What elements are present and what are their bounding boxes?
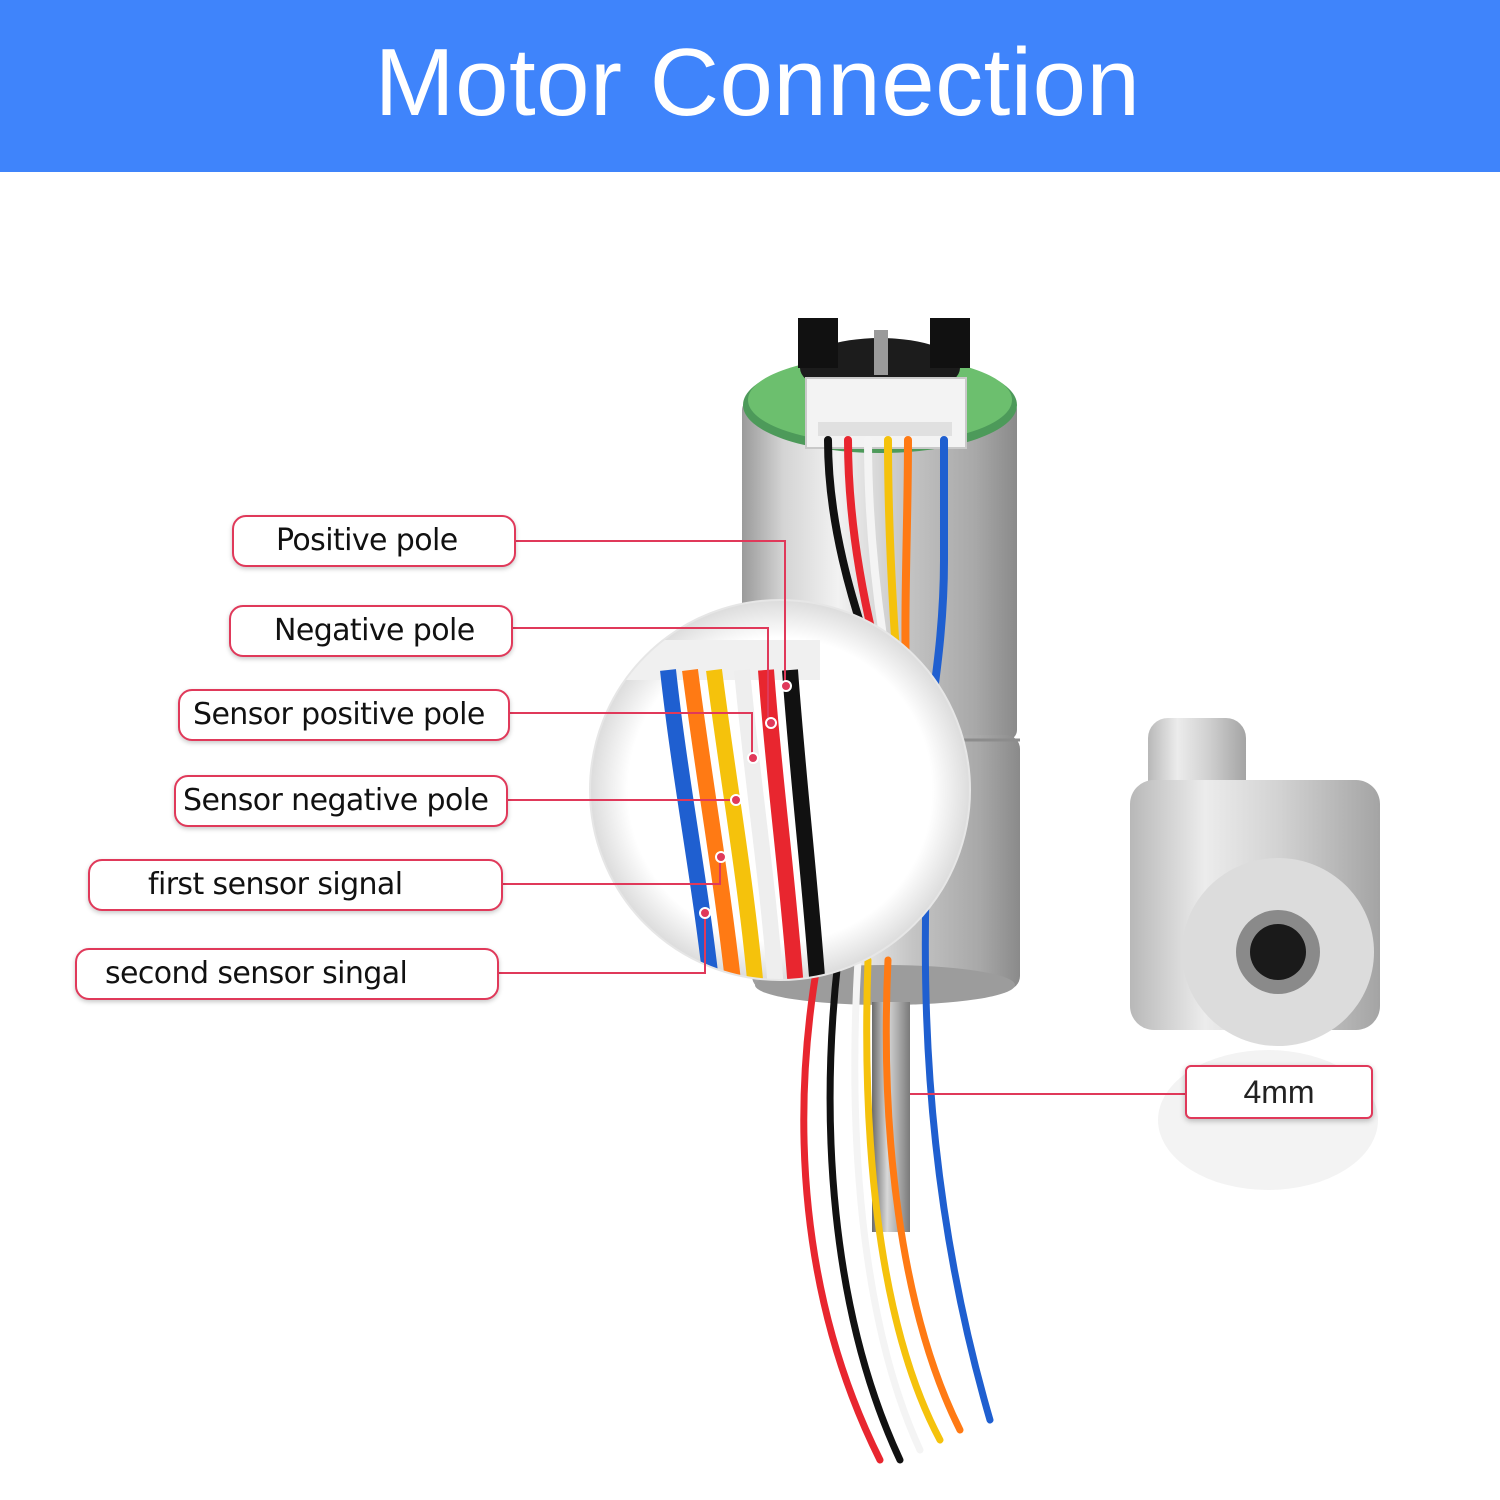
dot-first-sensor-signal [715,851,727,863]
shaft-dimension-text: 4mm [1243,1074,1315,1110]
label-sensor-positive-pole-text: Sensor positive pole [193,697,485,732]
label-first-sensor-signal-text: first sensor signal [148,867,403,902]
shaft-coupler [1130,718,1380,1190]
leader-negative-pole [513,627,769,722]
label-positive-pole-text: Positive pole [276,523,458,558]
callout-lines [499,540,1185,1095]
leader-positive-pole [516,540,786,686]
dot-negative-pole [765,717,777,729]
label-sensor-negative-pole: Sensor negative pole [174,775,508,827]
label-positive-pole: Positive pole [232,515,516,567]
leader-second-sensor-signal [499,913,706,974]
shaft-dimension-label: 4mm [1185,1065,1373,1119]
page-title: Motor Connection [374,29,1141,136]
dot-second-sensor-signal [699,907,711,919]
label-sensor-positive-pole: Sensor positive pole [178,689,510,741]
label-sensor-negative-pole-text: Sensor negative pole [183,783,489,818]
leader-sensor-positive-pole [510,712,753,758]
dot-positive-pole [780,680,792,692]
dot-sensor-positive-pole [747,752,759,764]
label-first-sensor-signal: first sensor signal [88,859,503,911]
label-second-sensor-signal-text: second sensor singal [105,956,408,991]
leader-first-sensor-signal [503,858,721,885]
label-negative-pole-text: Negative pole [274,613,475,648]
trailing-wires [800,796,994,1464]
encoder-board [743,318,1017,453]
label-negative-pole: Negative pole [229,605,513,657]
header-banner: Motor Connection [0,0,1500,172]
dot-sensor-negative-pole [730,794,742,806]
label-second-sensor-signal: second sensor singal [75,948,499,1000]
callout-dots [699,680,792,919]
